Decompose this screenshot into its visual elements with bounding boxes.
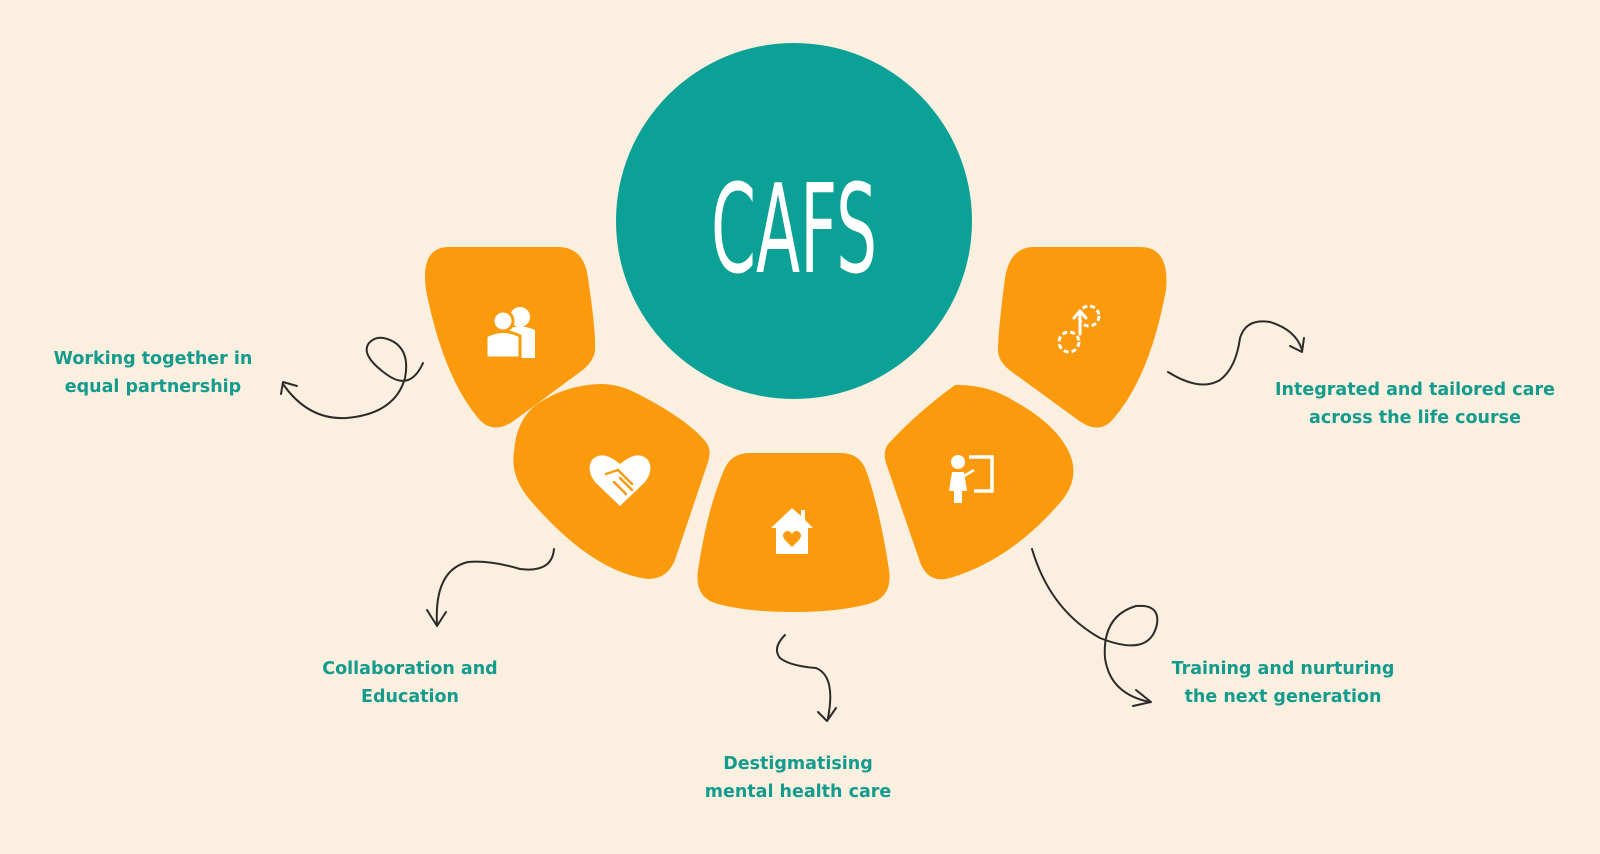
- center-title: CAFS: [711, 159, 877, 302]
- connector-collaboration: [426, 548, 555, 627]
- teacher-board-icon: [949, 455, 994, 503]
- center-circle: [616, 43, 972, 399]
- connector-partnership: [280, 336, 424, 420]
- pathway-icon: [1057, 304, 1101, 354]
- segment-training: [884, 384, 1074, 580]
- house-heart-icon: [771, 508, 813, 554]
- connector-integrated: [1167, 320, 1305, 386]
- partnership-icon: [484, 307, 535, 360]
- connector-training: [1031, 548, 1159, 707]
- connector-destigmatising: [775, 634, 837, 722]
- heart-handshake-icon: [589, 455, 651, 506]
- segment-integrated: [998, 247, 1167, 428]
